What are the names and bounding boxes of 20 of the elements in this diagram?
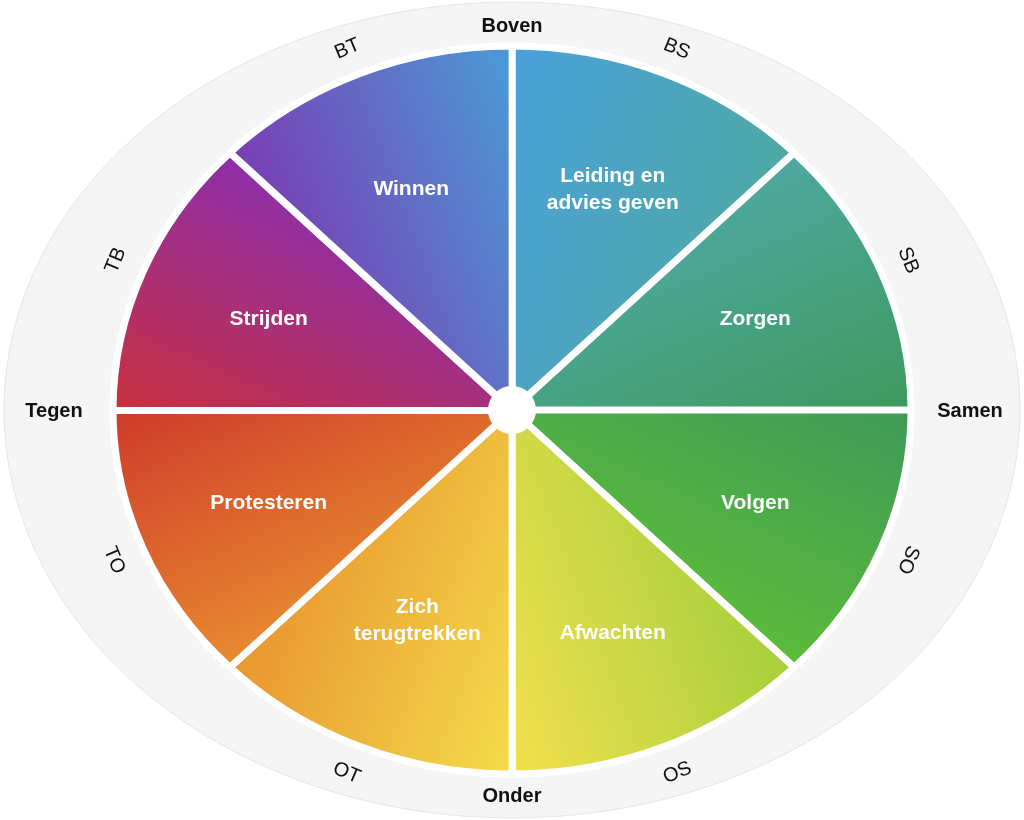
segment-label: Protesteren <box>209 489 329 516</box>
sector-code: BT <box>331 32 364 64</box>
axis-label: Samen <box>937 398 1003 422</box>
segment-label: Leiding en advies geven <box>545 161 680 216</box>
axis-label: Boven <box>481 13 543 37</box>
sector-code: SB <box>893 243 925 277</box>
sector-code: OS <box>658 756 695 789</box>
segment-label: Volgen <box>720 489 791 516</box>
segment-label: Afwachten <box>558 619 667 646</box>
sector-code: BS <box>659 32 694 64</box>
sector-code: OT <box>330 756 365 789</box>
sector-code: TO <box>98 542 131 578</box>
sector-code: SO <box>893 542 926 578</box>
segment-label: Winnen <box>372 175 451 202</box>
segment-label: Strijden <box>228 305 309 332</box>
segment-label: Zorgen <box>718 305 792 332</box>
sector-code: TB <box>99 243 131 277</box>
axis-label: Onder <box>482 783 542 807</box>
axis-label: Tegen <box>25 398 83 422</box>
segment-label: Zich terugtrekken <box>352 592 482 646</box>
